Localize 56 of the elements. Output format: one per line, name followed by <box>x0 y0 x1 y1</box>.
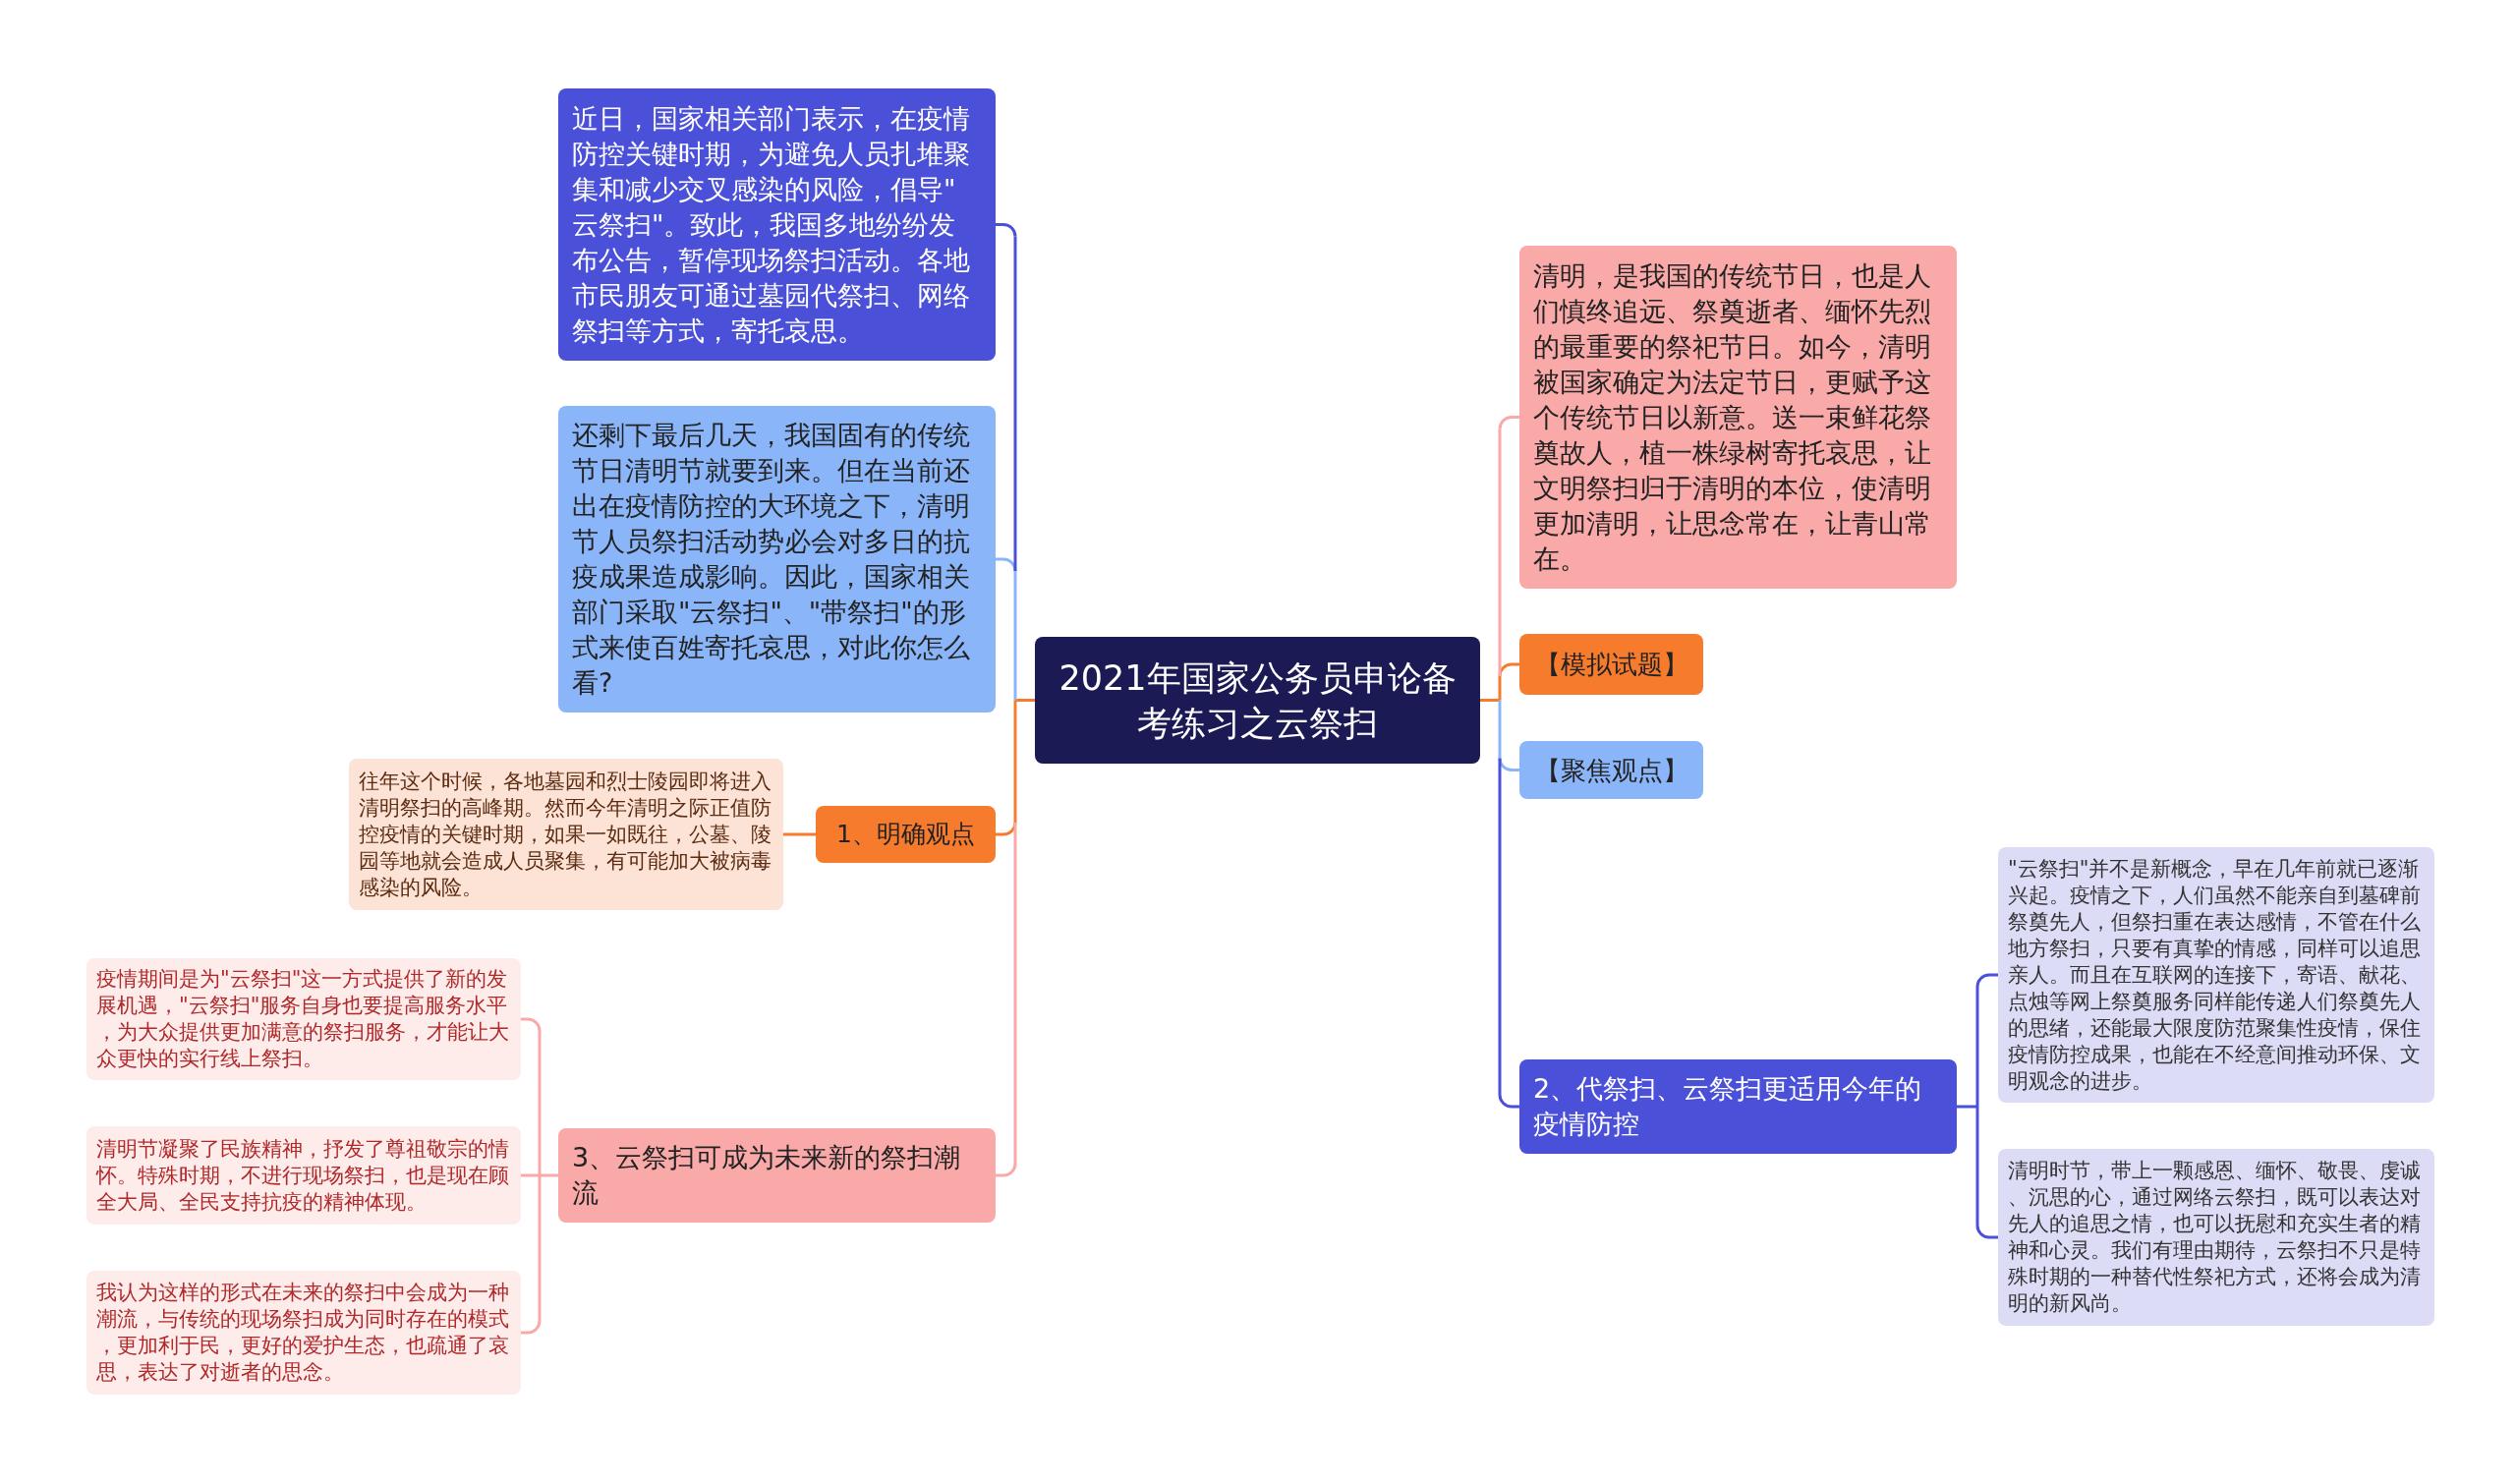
note-text: 清明时节，带上一颗感恩、缅怀、敬畏、虔诚、沉思的心，通过网络云祭扫，既可以表达对先人的追思之情，也可以抚慰和充实生者的精神和心灵。我们有理由期待，云祭扫不只是特殊时期的一种替代性祭祀方式，还将会成为清明的新风尚。 <box>2008 1158 2422 1317</box>
connector-line <box>521 1173 540 1177</box>
note-text: 还剩下最后几天，我国固有的传统节日清明节就要到来。但在当前还出在疫情防控的大环境之下，清明节人员祭扫活动势必会对多日的抗疫成果造成影响。因此，国家相关部门采取"云祭扫"、"带祭扫"的形式来使百姓寄托哀思，对此你怎么看? <box>572 419 971 700</box>
central-topic-card <box>1035 637 1480 764</box>
branch-topic-card <box>816 806 996 863</box>
connector-line <box>538 1031 542 1175</box>
connector-line <box>996 1163 1017 1177</box>
connector-line <box>540 1173 558 1177</box>
connector-line <box>1013 823 1017 1164</box>
connector-line <box>1480 699 1500 702</box>
connector-line <box>1975 1107 1979 1226</box>
note-card <box>86 1126 521 1225</box>
topic-label: 3、云祭扫可成为未来新的祭扫潮流 <box>572 1141 962 1210</box>
topic-label: 2、代祭扫、云祭扫更适用今年的疫情防控 <box>1533 1072 1923 1141</box>
connector-line <box>1498 1094 1519 1109</box>
note-text: 我认为这样的形式在未来的祭扫中会成为一种潮流，与传统的现场祭扫成为同时存在的模式，更加利于民，更好的爱护生态，也疏通了哀思，表达了对逝者的思念。 <box>96 1280 510 1386</box>
connector-line <box>1975 987 1979 1107</box>
topic-label: 【聚焦观点】 <box>1534 754 1688 787</box>
note-card <box>558 88 996 361</box>
connector-line <box>996 822 1017 836</box>
connector-line <box>1498 428 1502 676</box>
branch-topic-card <box>1519 1059 1957 1154</box>
connector-line <box>783 832 816 836</box>
branch-topic-card <box>558 1128 996 1223</box>
topic-label: 1、明确观点 <box>836 819 975 850</box>
note-text: 疫情期间是为"云祭扫"这一方式提供了新的发展机遇，"云祭扫"服务自身也要提高服务水平，为大众提供更加满意的祭扫服务，才能让大众更快的实行线上祭扫。 <box>96 966 510 1072</box>
note-text: 清明节凝聚了民族精神，抒发了尊祖敬宗的情怀。特殊时期，不进行现场祭扫，也是现在顾全大局、全民支持抗疫的精神体现。 <box>96 1135 510 1216</box>
connector-line <box>1975 1225 1998 1239</box>
connector-line <box>1975 973 1998 988</box>
connector-line <box>1015 699 1035 702</box>
central-topic-title: 2021年国家公务员申论备考练习之云祭扫 <box>1058 656 1458 745</box>
note-text: "云祭扫"并不是新概念，早在几年前就已逐渐兴起。疫情之下，人们虽然不能亲自到墓碑前祭奠先人，但祭扫重在表达感情，不管在什么地方祭扫，只要有真挚的情感，同样可以追思亲人。而且在互联网的连接下，寄语、献花、点烛等网上祭奠服务同样能传递人们祭奠先人的思绪，还能最大限度防范聚集性疫情，保住疫情防控成果，也能在不经意间推动环保、文明观念的进步。 <box>2008 855 2422 1095</box>
note-text: 近日，国家相关部门表示，在疫情防控关键时期，为避免人员扎堆聚集和减少交叉感染的风险，倡导"云祭扫"。致此，我国多地纷纷发布公告，暂停现场祭扫活动。各地市民朋友可通过墓园代祭扫、网络祭扫等方式，寄托哀思。 <box>572 101 971 348</box>
connector-line <box>996 223 1017 237</box>
note-text: 往年这个时候，各地墓园和烈士陵园即将进入清明祭扫的高峰期。然而今年清明之际正值防控疫情的关键时期，如果一如既往，公墓、陵园等地就会造成人员聚集，有可能加大被病毒感染的风险。 <box>359 768 772 901</box>
note-card <box>1519 246 1957 589</box>
note-text: 清明，是我国的传统节日，也是人们慎终追远、祭奠逝者、缅怀先烈的最重要的祭祀节日。如今，清明被国家确定为法定节日，更赋予这个传统节日以新意。送一束鲜花祭奠故人，植一株绿树寄托哀思，让文明祭扫归于清明的本位，使清明更加清明，让思念常在，让青山常在。 <box>1533 258 1932 576</box>
note-card <box>86 958 521 1080</box>
connector-line <box>1498 700 1502 759</box>
topic-label: 【模拟试题】 <box>1534 649 1688 681</box>
connector-line <box>1498 416 1519 429</box>
connector-line <box>521 1017 542 1032</box>
connector-line <box>1013 236 1017 571</box>
connector-line <box>996 557 1017 572</box>
branch-topic-card <box>1519 634 1703 695</box>
connector-line <box>1498 758 1502 1095</box>
connector-line <box>521 1320 542 1335</box>
connector-line <box>1013 700 1017 823</box>
connector-line <box>1013 571 1017 701</box>
note-card <box>86 1271 521 1395</box>
connector-line <box>538 1175 542 1321</box>
branch-topic-card <box>1519 741 1703 799</box>
note-card <box>349 759 783 910</box>
connector-line <box>1957 1105 1977 1109</box>
connector-line <box>1498 676 1502 701</box>
note-card <box>558 406 996 713</box>
